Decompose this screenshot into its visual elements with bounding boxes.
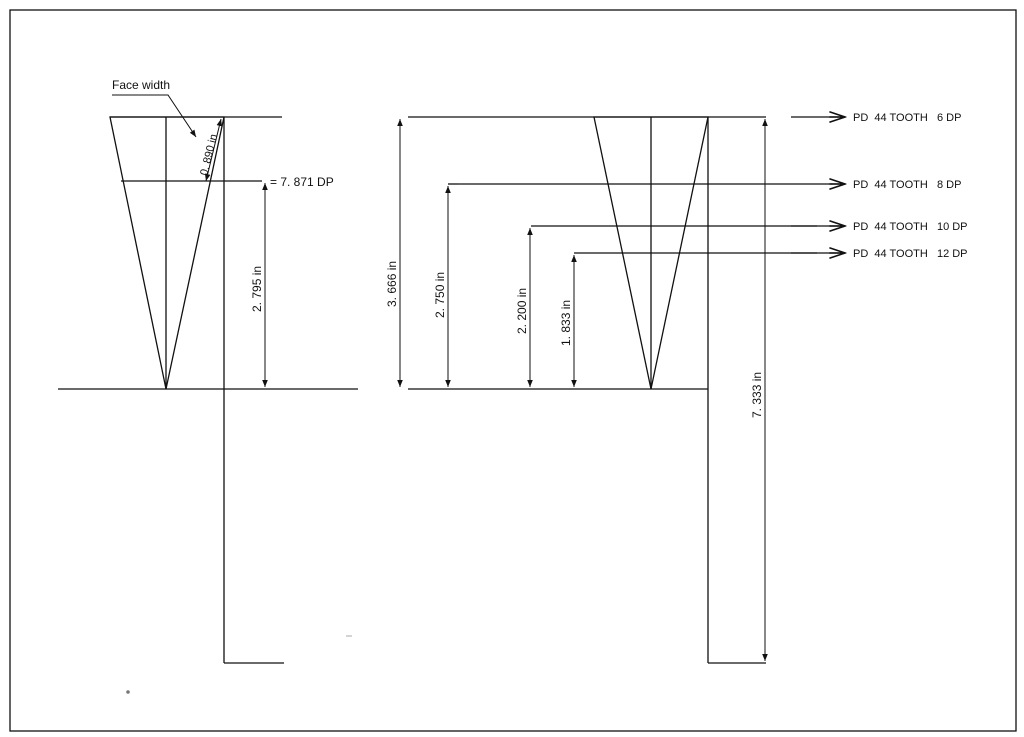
dim-3666-label: 3. 666 in [385, 261, 399, 307]
callout-6dp: PD 44 TOOTH 6 DP [853, 112, 961, 124]
callout-12dp: PD 44 TOOTH 12 DP [853, 248, 968, 260]
left-cone-view: 0. 890 in Face width 2. 795 in = 7. 871 … [58, 78, 358, 664]
callout-8dp: PD 44 TOOTH 8 DP [853, 179, 961, 191]
face-width-leader [112, 94, 197, 138]
dim-2750-label: 2. 750 in [433, 272, 447, 318]
dim-2200-label: 2. 200 in [515, 288, 529, 334]
left-cone-outline [109, 116, 225, 390]
right-cone-view: 3. 666 in 2. 750 in 2. 200 in 1. 833 in … [385, 112, 968, 664]
scan-speck [126, 690, 130, 694]
dim-7333-label: 7. 333 in [750, 372, 764, 418]
dim-1833-label: 1. 833 in [559, 300, 573, 346]
left-face-width-dim [204, 118, 223, 182]
left-dp-label: = 7. 871 DP [270, 175, 334, 189]
face-width-label: Face width [112, 78, 170, 92]
callout-10dp: PD 44 TOOTH 10 DP [853, 221, 968, 233]
left-height-dim-label: 2. 795 in [250, 266, 264, 312]
drawing-border [9, 9, 1017, 732]
left-face-width-dim-label: 0. 890 in [198, 133, 220, 177]
